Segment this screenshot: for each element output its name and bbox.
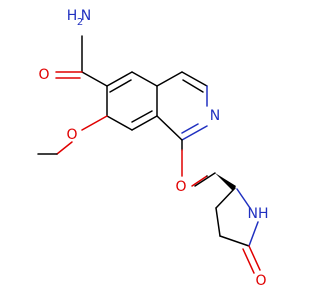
benzene-ring [106,71,158,131]
lactam-nh-label: NH [248,206,269,222]
methylene-bond [194,172,236,191]
amide-n-subscript: 2 [77,17,83,28]
ring-n-label: N [210,108,220,124]
ether-linkage: O [175,139,208,195]
molecule-structure: H N 2 O O N O NH O [37,8,269,289]
amide-n-label2: N [81,8,91,24]
ether-o-label: O [175,179,186,195]
lactam-o-label: O [255,273,266,289]
amide-n-label: H [67,8,78,24]
wedge-bond [215,173,236,191]
amide-o-label: O [38,67,49,83]
pyrrolidinone-ring: NH O [215,187,269,289]
methoxy-group: O [37,115,108,155]
methoxy-o-label: O [66,127,77,143]
amide-group: H N 2 O [38,8,108,87]
pyridine-ring [156,71,208,141]
